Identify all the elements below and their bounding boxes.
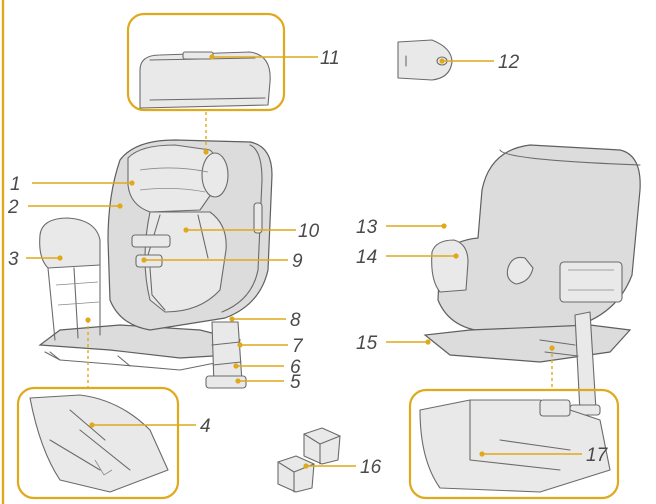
callout-frame-11 — [126, 12, 286, 112]
callout-frame-17 — [408, 388, 620, 500]
label-14: 14 — [356, 247, 377, 268]
armrest — [39, 217, 101, 269]
top-detail-illustration — [139, 51, 271, 109]
label-7: 7 — [292, 336, 304, 357]
accessory-clip-12 — [397, 39, 453, 81]
label-10: 10 — [298, 221, 320, 242]
label-9: 9 — [292, 251, 303, 272]
isofix-detail-illustration — [29, 394, 169, 493]
label-2: 2 — [7, 197, 19, 218]
label-8: 8 — [290, 310, 301, 331]
rear-base — [423, 324, 632, 363]
label-11: 11 — [320, 48, 340, 69]
rear-seat-illustration — [423, 144, 641, 416]
chest-clip — [131, 234, 171, 248]
label-16: 16 — [360, 457, 382, 478]
label-1: 1 — [10, 174, 21, 195]
label-4: 4 — [200, 416, 211, 437]
front-seat-illustration — [38, 139, 273, 389]
label-3: 3 — [8, 249, 19, 270]
label-15: 15 — [356, 333, 378, 354]
label-6: 6 — [290, 357, 301, 378]
rear-detail-illustration — [419, 399, 611, 493]
callout-frame-4 — [16, 386, 180, 500]
label-13: 13 — [356, 217, 378, 238]
seat-base — [38, 324, 241, 359]
label-17: 17 — [586, 445, 609, 466]
buckle — [135, 254, 163, 268]
connector-guides-16 — [277, 427, 341, 493]
label-12: 12 — [498, 52, 520, 73]
rear-shell — [437, 144, 641, 333]
label-5: 5 — [290, 372, 301, 393]
